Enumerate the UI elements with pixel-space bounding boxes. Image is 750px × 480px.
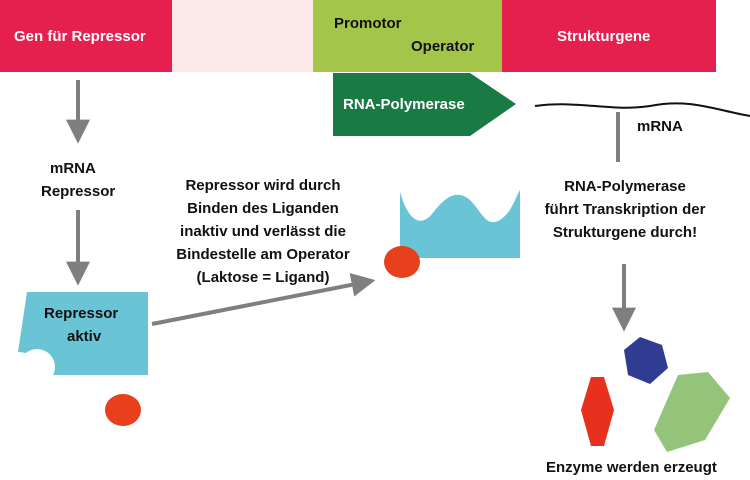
gap-segment: [172, 0, 313, 72]
enzyme-green: [654, 372, 730, 452]
enzymes-label: Enzyme werden erzeugt: [546, 459, 717, 476]
promotor-label: Promotor: [334, 15, 402, 32]
repressor-active-line2: aktiv: [67, 328, 102, 345]
right-line-1: RNA-Polymerase: [564, 178, 686, 195]
repressor-active-shape: [18, 292, 148, 375]
middle-line-3: inaktiv und verlässt die: [180, 223, 346, 240]
free-ligand: [105, 394, 141, 426]
operator-label: Operator: [411, 38, 475, 55]
mrna-repressor-line1: mRNA: [50, 160, 96, 177]
repressor-inactive-shape: [400, 190, 520, 258]
repressor-gene-segment: [0, 0, 172, 72]
middle-line-4: Bindestelle am Operator: [176, 246, 350, 263]
right-explanation: RNA-Polymerase führt Transkription der S…: [530, 175, 720, 244]
mrna-repressor-line2: Repressor: [41, 183, 116, 200]
enzyme-navy: [624, 337, 668, 384]
mrna-strand: [534, 102, 750, 117]
right-line-2: führt Transkription der: [544, 201, 706, 218]
enzyme-red: [581, 377, 614, 446]
middle-explanation: Repressor wird durch Binden des Liganden…: [158, 174, 368, 289]
repressor-gene-label: Gen für Repressor: [14, 28, 146, 45]
mrna-label: mRNA: [637, 118, 683, 135]
middle-line-5: (Laktose = Ligand): [196, 269, 330, 286]
promotor-operator-segment: [313, 0, 502, 72]
rna-polymerase-label: RNA-Polymerase: [343, 96, 465, 113]
middle-line-1: Repressor wird durch: [185, 177, 341, 194]
structural-genes-segment: [502, 0, 716, 72]
arrow-to-inactive-repressor: [151, 272, 376, 326]
repressor-binding-notch: [19, 349, 55, 385]
repressor-active-line1: Repressor: [44, 305, 119, 322]
right-line-3: Strukturgene durch!: [552, 224, 698, 241]
structural-genes-label: Strukturgene: [557, 28, 651, 45]
middle-line-2: Binden des Liganden: [187, 200, 339, 217]
rna-polymerase-shape: [333, 73, 516, 136]
bound-ligand: [384, 246, 420, 278]
